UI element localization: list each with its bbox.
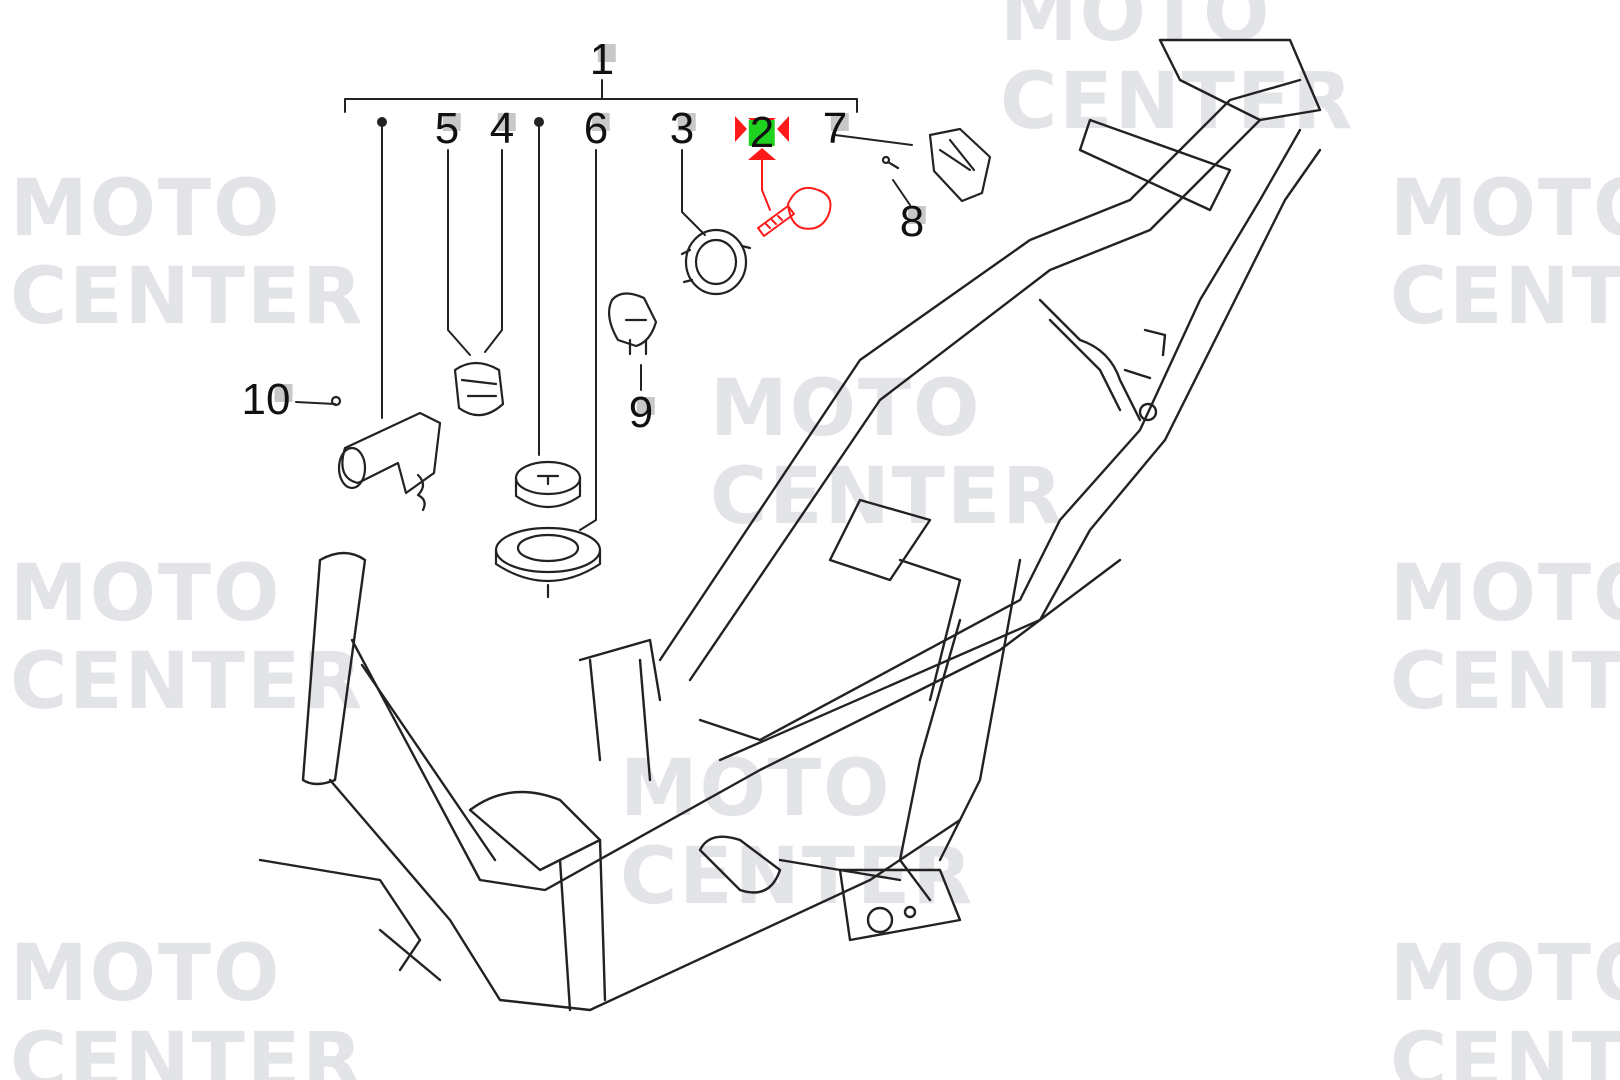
part-7-latch (928, 127, 992, 203)
callout-part-9[interactable]: 9 (628, 388, 656, 437)
part-10-steering-lock (330, 395, 442, 512)
part-6-fuel-cap (514, 460, 582, 508)
callout-part-6[interactable]: 6 (583, 104, 611, 153)
part-8-screw (881, 155, 900, 170)
callout-part-10[interactable]: 10 (241, 375, 293, 424)
callout-part-1[interactable]: 1 (589, 35, 617, 84)
part-9-bracket (607, 292, 658, 356)
callout-part-8[interactable]: 8 (899, 197, 927, 246)
callout-part-2-selected[interactable]: 2 (748, 108, 775, 157)
callout-part-5[interactable]: 5 (434, 104, 462, 153)
group-bracket (295, 79, 913, 531)
callout-part-7[interactable]: 7 (822, 104, 850, 153)
part-4-5-switch (453, 361, 505, 417)
part-3-lock-ring (680, 228, 752, 296)
callout-part-3[interactable]: 3 (669, 104, 697, 153)
part-6-fuel-filler (494, 526, 602, 599)
part-2-key (757, 151, 832, 237)
scooter-frame (258, 38, 1322, 1012)
callout-part-4[interactable]: 4 (489, 104, 517, 153)
